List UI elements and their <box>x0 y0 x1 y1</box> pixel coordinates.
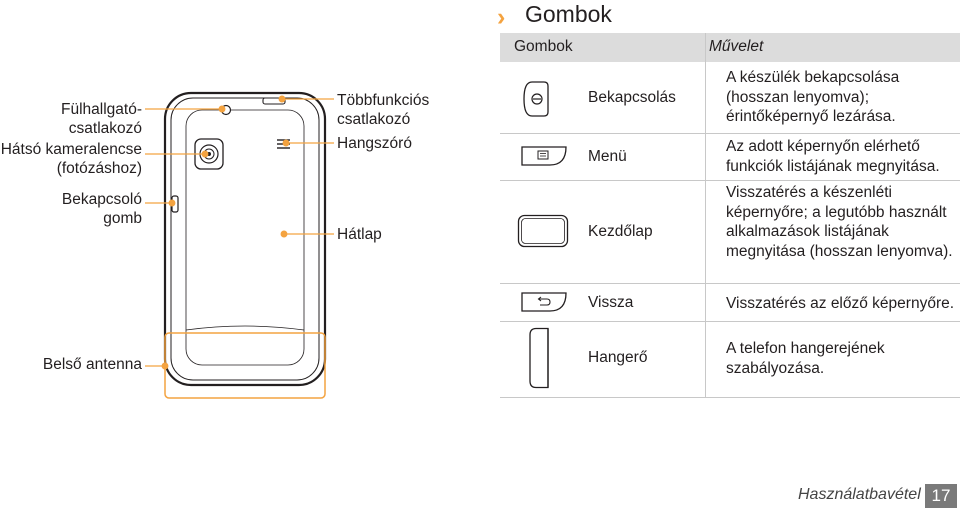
key-action: Az adott képernyőn elérhető funkciók lis… <box>726 138 940 175</box>
key-action: Visszatérés az előző képernyőre. <box>726 295 955 312</box>
label-multifunction-jack: Többfunkciós csatlakozó <box>337 92 430 128</box>
key-action: A készülék bekapcsolása (hosszan lenyomv… <box>726 69 900 125</box>
row-divider <box>500 133 960 134</box>
row-divider <box>500 397 960 398</box>
phone-back-illustration <box>145 91 334 399</box>
table-column-divider <box>705 33 706 397</box>
cover-seam <box>185 325 305 331</box>
key-name: Vissza <box>588 294 634 311</box>
phone-outer-shell <box>163 91 327 387</box>
footer-section-name: Használatbavétel <box>798 486 921 503</box>
home-key-icon <box>517 214 569 248</box>
label-speaker: Hangszóró <box>337 135 412 152</box>
section-title: Gombok <box>525 1 612 27</box>
section-chevron-icon: › <box>497 3 506 31</box>
key-name: Kezdőlap <box>588 223 653 240</box>
row-divider <box>500 321 960 322</box>
label-headphone-jack: Fülhallgató- csatlakozó <box>61 101 142 137</box>
key-action: A telefon hangerejének szabályozása. <box>726 340 885 377</box>
key-name: Hangerő <box>588 349 648 366</box>
header-buttons: Gombok <box>514 38 573 55</box>
volume-key-icon <box>529 327 549 389</box>
key-name: Menü <box>588 148 627 165</box>
label-internal-antenna: Belső antenna <box>42 356 142 373</box>
table-header: Gombok Művelet <box>500 33 960 62</box>
row-divider <box>500 283 960 284</box>
key-action: Visszatérés a készenléti képernyőre; a l… <box>726 184 953 260</box>
page-number: 17 <box>925 484 957 508</box>
row-divider <box>500 180 960 181</box>
header-action: Művelet <box>709 38 764 55</box>
label-rear-camera: Hátsó kameralencse (fotózáshoz) <box>0 141 142 177</box>
callout-lines <box>145 95 334 370</box>
power-key-icon <box>523 81 549 117</box>
back-cover-panel <box>185 109 305 366</box>
label-back-cover: Hátlap <box>337 226 382 243</box>
phone-inner-edge <box>170 97 320 381</box>
menu-key-icon <box>521 146 567 166</box>
key-name: Bekapcsolás <box>588 89 676 106</box>
label-power-button: Bekapcsoló gomb <box>61 191 142 227</box>
back-key-icon <box>521 292 567 312</box>
